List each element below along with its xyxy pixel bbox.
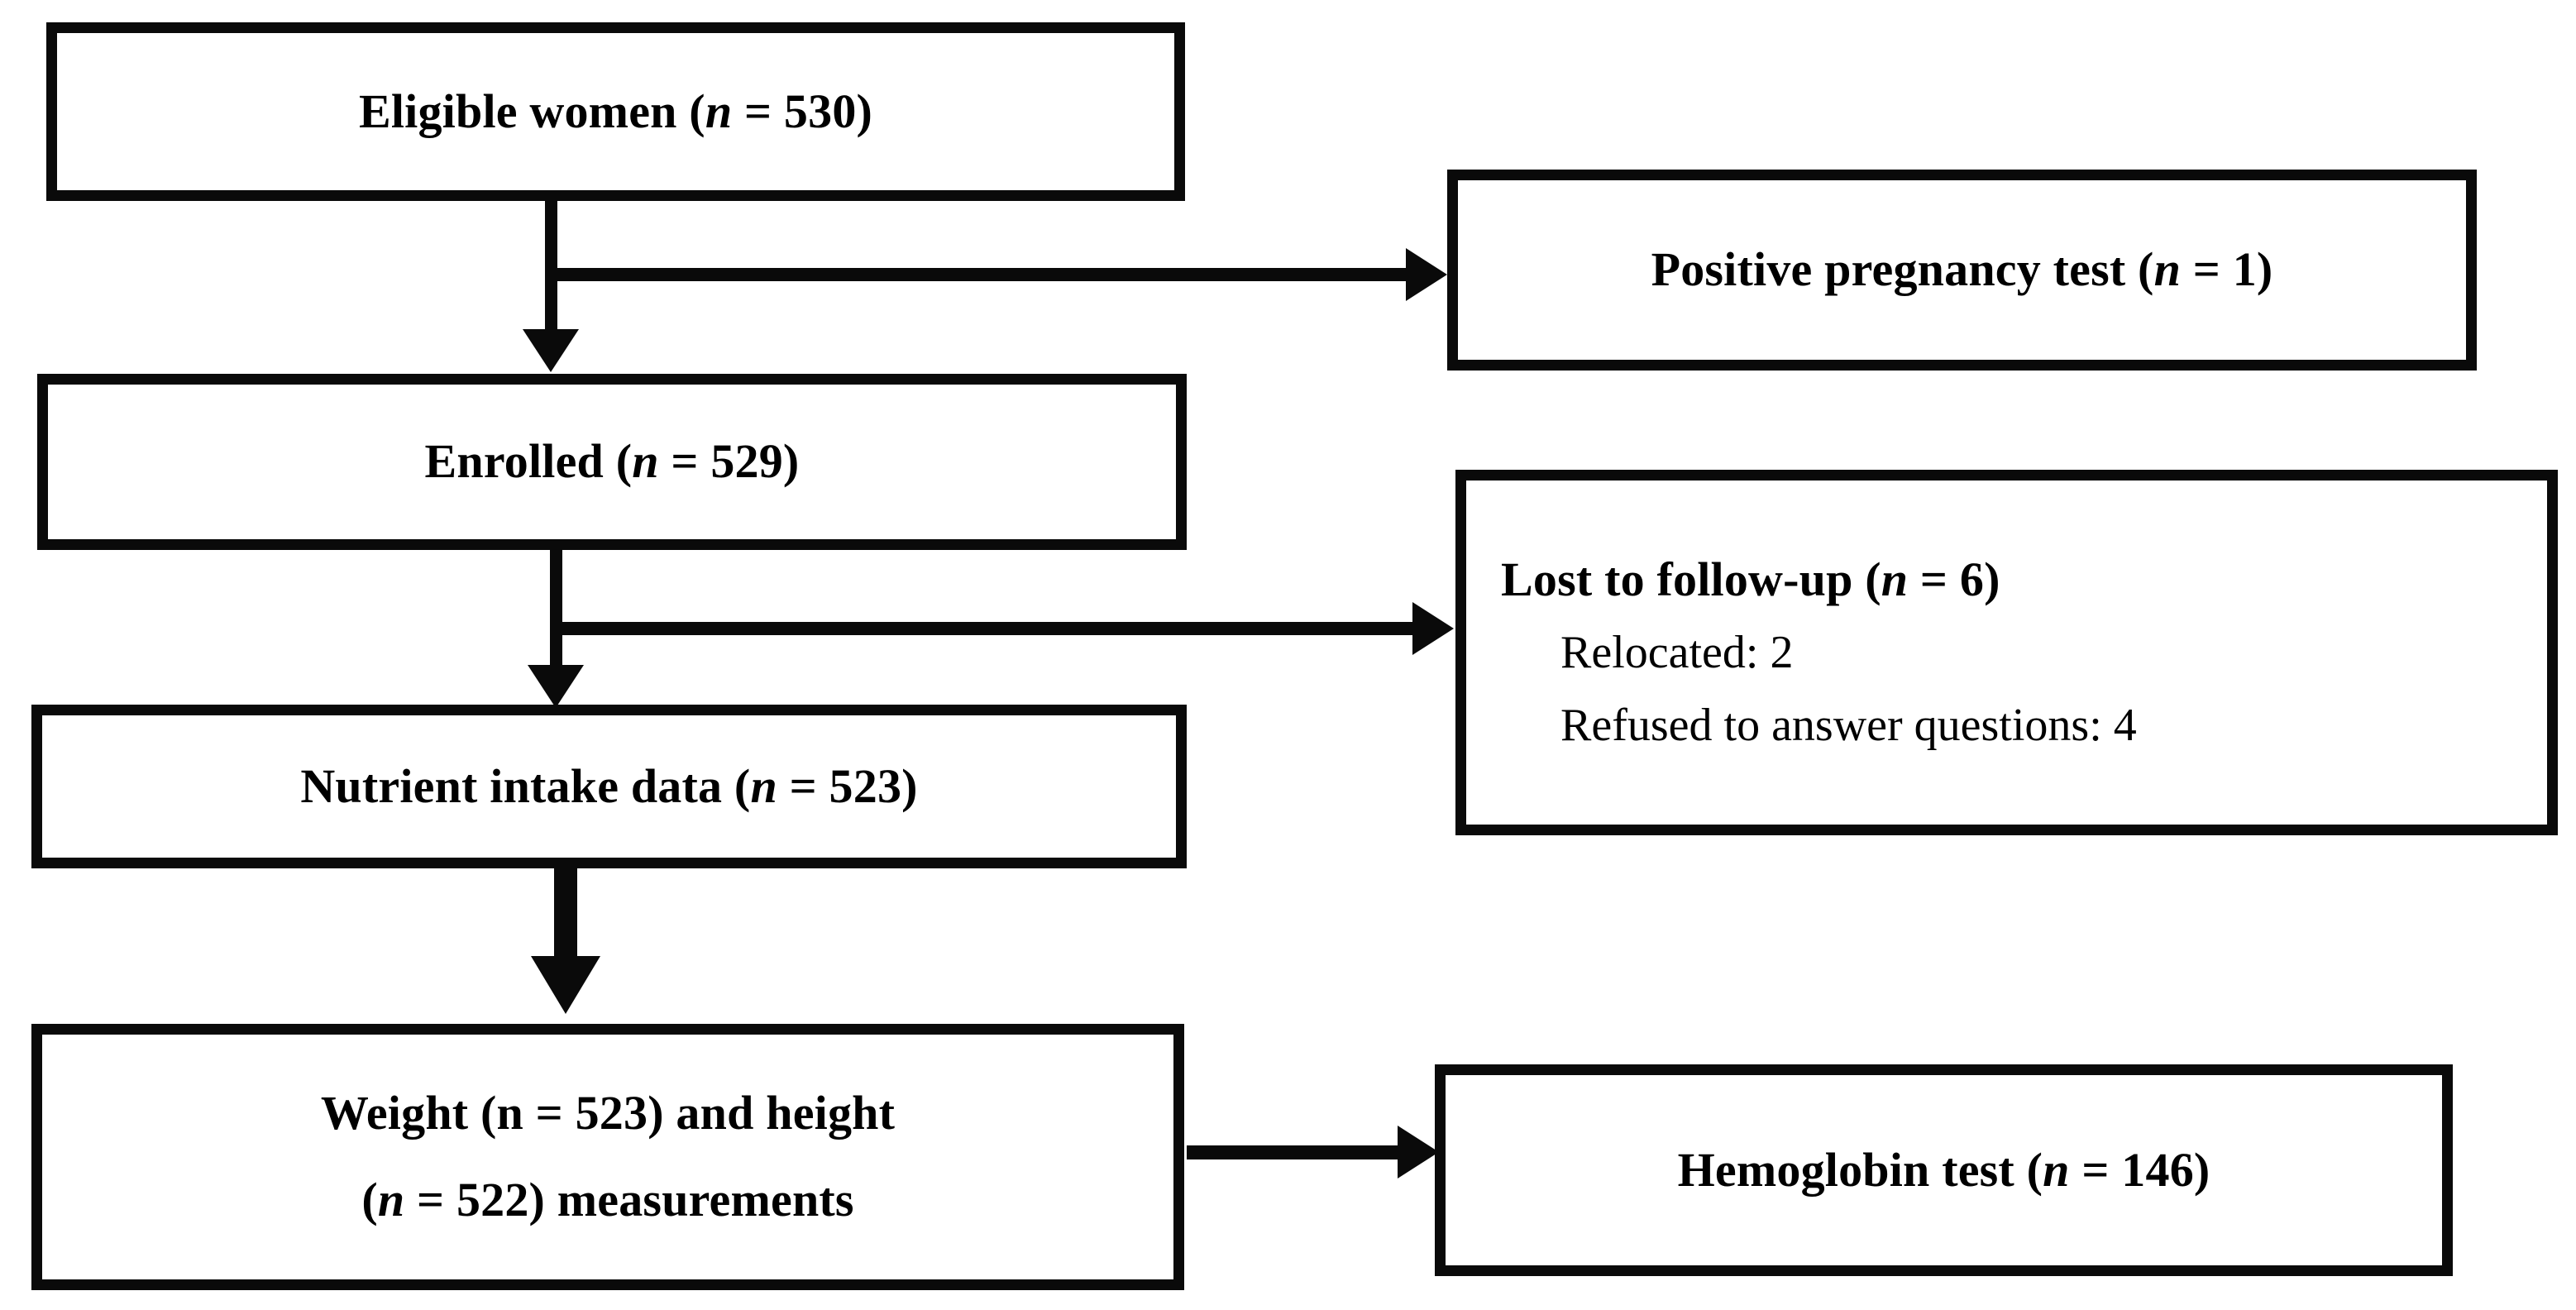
node-weight-height-text-suffix: = 522) measurements: [404, 1173, 854, 1226]
arrow-down-icon-eligible-to-enrolled: [523, 329, 579, 372]
node-positive-pregnancy-test-label: Positive pregnancy test (n = 1): [1651, 238, 2273, 302]
node-enrolled-n-symbol: n: [632, 434, 659, 489]
node-enrolled-label: Enrolled (n = 529): [425, 430, 800, 494]
node-weight-height-n-symbol: n: [377, 1173, 405, 1226]
arrow-down-icon-enrolled-to-nutrient: [528, 665, 584, 708]
node-eligible-women: Eligible women (n = 530): [46, 22, 1185, 201]
node-enrolled: Enrolled (n = 529): [37, 374, 1187, 550]
arrow-right-icon-enrolled-to-lost: [1412, 602, 1454, 655]
node-hemoglobin-test-label: Hemoglobin test (n = 146): [1678, 1139, 2210, 1202]
node-lost-to-follow-up-text-suffix: = 6): [1908, 552, 2000, 606]
node-nutrient-intake-data: Nutrient intake data (n = 523): [31, 705, 1187, 868]
node-eligible-women-n-symbol: n: [705, 84, 733, 138]
node-enrolled-text-suffix: = 529): [658, 434, 800, 489]
node-eligible-women-label: Eligible women (n = 530): [359, 80, 872, 144]
node-nutrient-intake-data-text-prefix: Nutrient intake data (: [300, 758, 751, 813]
connector-eligible-to-pregnancy-stem: [550, 268, 1410, 281]
node-lost-to-follow-up-n-symbol: n: [1881, 552, 1909, 606]
node-positive-pregnancy-test-text-suffix: = 1): [2181, 242, 2273, 297]
node-positive-pregnancy-test-text-prefix: Positive pregnancy test (: [1651, 242, 2154, 297]
node-positive-pregnancy-test: Positive pregnancy test (n = 1): [1447, 170, 2477, 371]
arrow-right-icon-eligible-to-pregnancy: [1406, 248, 1447, 301]
connector-enrolled-to-nutrient-stem: [550, 550, 562, 670]
node-weight-height-text-prefix: (: [361, 1173, 378, 1226]
node-eligible-women-text-prefix: Eligible women (: [358, 84, 705, 138]
node-positive-pregnancy-test-n-symbol: n: [2153, 242, 2182, 297]
node-lost-to-follow-up-text-prefix: Lost to follow-up (: [1501, 552, 1881, 606]
node-nutrient-intake-data-text-suffix: = 523): [777, 758, 918, 813]
node-hemoglobin-test-text-prefix: Hemoglobin test (: [1677, 1142, 2043, 1197]
node-lost-to-follow-up-label: Lost to follow-up (n = 6): [1501, 548, 2000, 612]
node-nutrient-intake-data-n-symbol: n: [750, 758, 777, 813]
arrow-right-icon-weight-to-hemoglobin: [1398, 1126, 1439, 1179]
node-lost-reason-relocated: Relocated: 2: [1560, 627, 1794, 679]
node-lost-to-follow-up: Lost to follow-up (n = 6) Relocated: 2 R…: [1455, 470, 2558, 835]
node-enrolled-text-prefix: Enrolled (: [424, 434, 633, 489]
node-weight-height-measurements: Weight (n = 523) and height (n = 522) me…: [31, 1024, 1184, 1290]
node-lost-reason-refused: Refused to answer questions: 4: [1560, 700, 2137, 752]
node-weight-height-line-2: (n = 522) measurements: [361, 1169, 853, 1232]
arrow-down-icon-nutrient-to-weight: [531, 956, 600, 1014]
node-eligible-women-text-suffix: = 530): [732, 84, 873, 138]
node-nutrient-intake-data-label: Nutrient intake data (n = 523): [300, 755, 917, 819]
node-weight-height-line-1: Weight (n = 523) and height: [320, 1086, 896, 1140]
node-hemoglobin-test: Hemoglobin test (n = 146): [1435, 1064, 2453, 1276]
node-hemoglobin-test-n-symbol: n: [2043, 1142, 2070, 1197]
connector-weight-to-hemoglobin-stem: [1187, 1145, 1403, 1159]
node-hemoglobin-test-text-suffix: = 146): [2069, 1142, 2210, 1197]
connector-enrolled-to-lost-stem: [555, 622, 1417, 635]
connector-eligible-to-enrolled-stem: [545, 201, 557, 331]
